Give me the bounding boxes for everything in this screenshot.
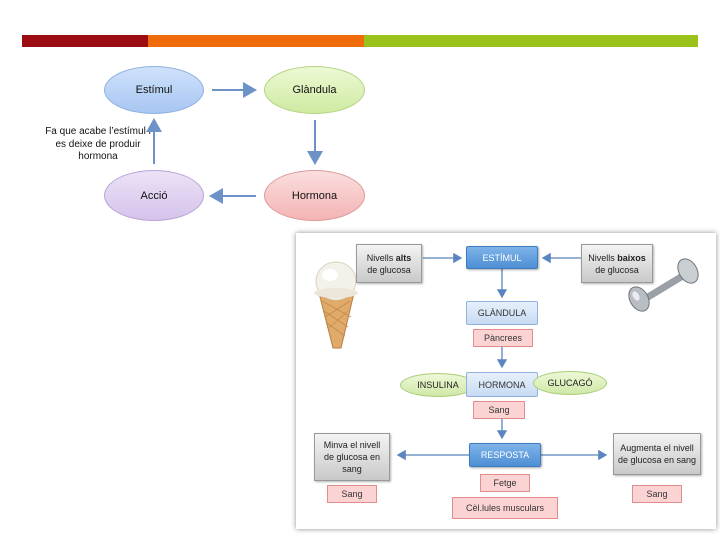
- glucose-regulation-panel: Nivells alts de glucosa ESTÍMUL Nivells …: [296, 233, 716, 529]
- cycle-feedback-note: Fa que acabe l’estímul i es deixe de pro…: [45, 126, 151, 162]
- cycle-label-glandula: Glàndula: [292, 84, 337, 96]
- low-glucose-prefix: Nivells: [588, 252, 618, 263]
- box-estimul: ESTÍMUL: [466, 246, 538, 269]
- box-hormona: HORMONA: [466, 372, 538, 397]
- label-cel-lules-musculars: Cèl.lules musculars: [465, 503, 545, 513]
- box-cel-lules-musculars: Cèl.lules musculars: [452, 497, 558, 519]
- high-glucose-prefix: Nivells: [366, 252, 396, 263]
- box-augmenta-sang: Sang: [632, 485, 682, 503]
- low-glucose-emphasis: baixos: [617, 252, 646, 263]
- box-sang-hormona: Sang: [473, 401, 525, 419]
- cycle-label-hormona: Hormona: [291, 189, 338, 202]
- label-estimul: ESTÍMUL: [482, 252, 522, 263]
- cycle-label-accio: Acció: [140, 189, 168, 202]
- label-hormona: HORMONA: [478, 379, 526, 390]
- oval-insulina: INSULINA: [400, 373, 476, 397]
- header-bar-green: [364, 35, 698, 47]
- cycle-node-hormona: Hormona: [264, 170, 365, 221]
- box-fetge: Fetge: [480, 474, 530, 492]
- box-glandula: GLÀNDULA: [466, 301, 538, 325]
- label-resposta: RESPOSTA: [480, 450, 530, 460]
- cycle-node-accio: Acció: [104, 170, 204, 221]
- high-glucose-suffix: de glucosa: [367, 264, 411, 275]
- header-bar-red: [22, 35, 148, 47]
- cycle-node-estimul: Estímul: [104, 66, 204, 114]
- metal-dumbbell-icon: [628, 258, 699, 312]
- ice-cream-cone-icon: [314, 261, 358, 349]
- label-glucago: GLUCAGÓ: [547, 378, 593, 388]
- box-augmenta: Augmenta el nivell de glucosa en sang: [613, 433, 701, 475]
- cycle-label-estimul: Estímul: [135, 84, 173, 96]
- label-augmenta: Augmenta el nivell de glucosa en sang: [617, 443, 697, 465]
- box-minva: Minva el nivell de glucosa en sang: [314, 433, 390, 481]
- label-pancrees: Pàncrees: [483, 333, 523, 343]
- box-pancrees: Pàncrees: [473, 329, 533, 347]
- label-minva: Minva el nivell de glucosa en sang: [323, 440, 381, 474]
- cycle-node-glandula: Glàndula: [264, 66, 365, 114]
- box-low-glucose: Nivells baixos de glucosa: [581, 244, 653, 283]
- box-minva-sang: Sang: [327, 485, 377, 503]
- label-glandula: GLÀNDULA: [477, 308, 527, 318]
- high-glucose-emphasis: alts: [395, 252, 412, 263]
- box-high-glucose: Nivells alts de glucosa: [356, 244, 422, 283]
- label-minva-sang: Sang: [341, 489, 363, 499]
- oval-glucago: GLUCAGÓ: [533, 371, 607, 395]
- label-sang-hormona: Sang: [488, 405, 510, 415]
- label-insulina: INSULINA: [417, 380, 459, 390]
- label-augmenta-sang: Sang: [646, 489, 668, 499]
- header-bar-orange: [148, 35, 364, 47]
- low-glucose-suffix: de glucosa: [595, 264, 639, 275]
- box-resposta: RESPOSTA: [469, 443, 541, 467]
- label-fetge: Fetge: [493, 478, 517, 488]
